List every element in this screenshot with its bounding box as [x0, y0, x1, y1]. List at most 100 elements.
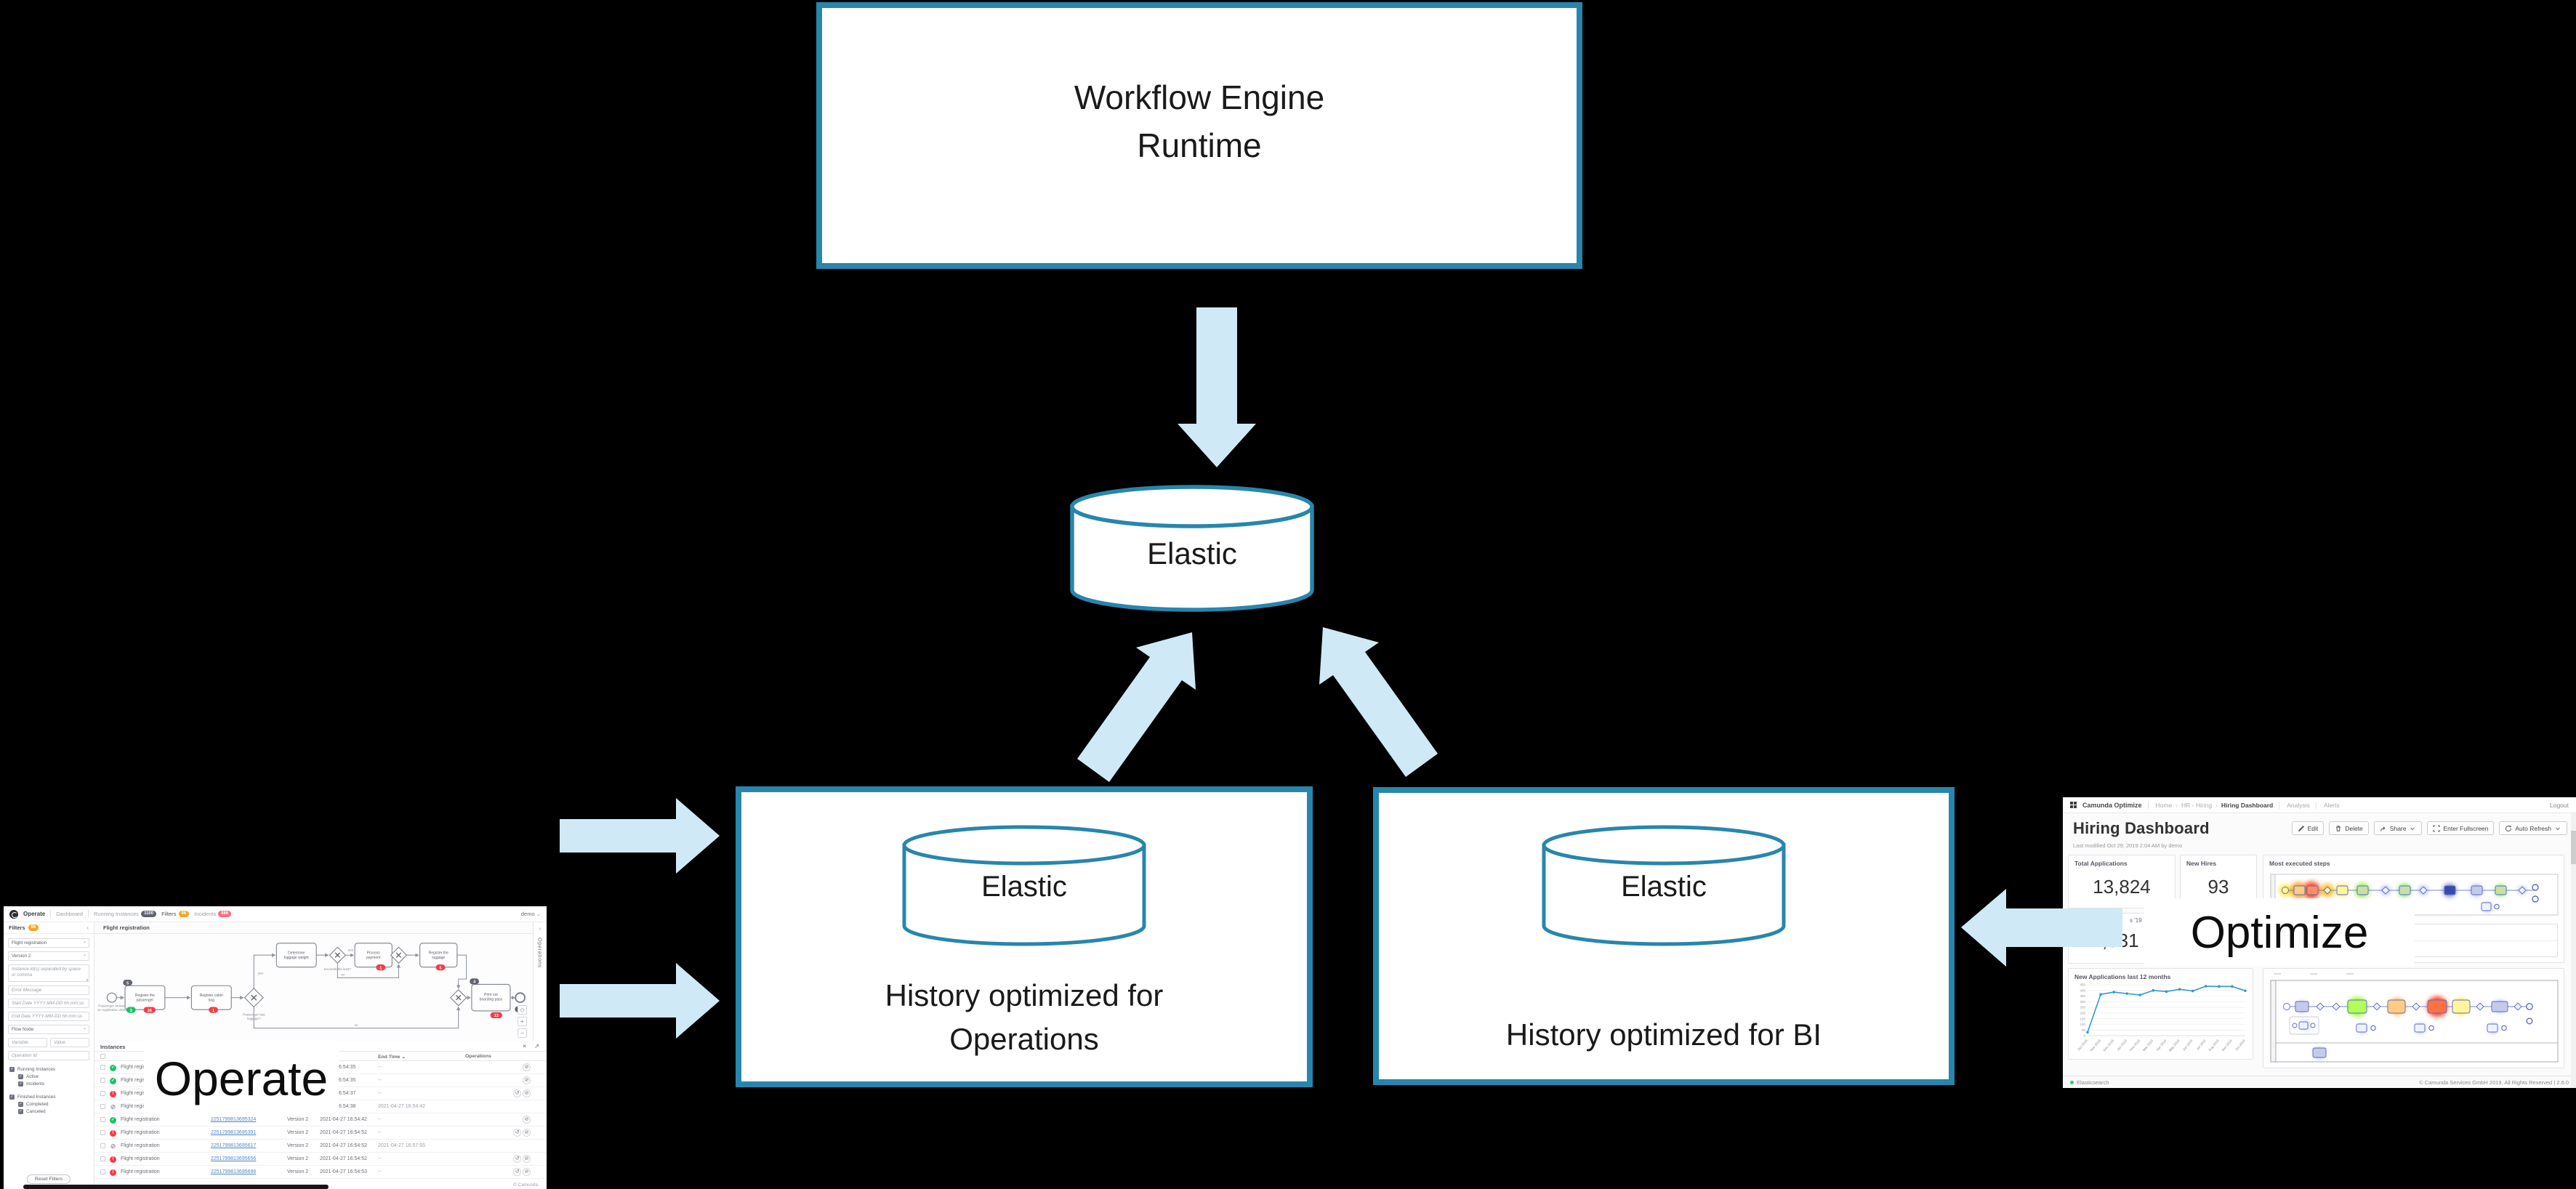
breadcrumb-home[interactable]: Home — [2155, 801, 2173, 809]
edit-button[interactable]: Edit — [2291, 821, 2325, 835]
row-checkbox[interactable] — [100, 1156, 105, 1161]
select-all-checkbox[interactable] — [100, 1054, 105, 1059]
expand-operations-icon[interactable]: › — [539, 925, 542, 932]
retry-operation-icon[interactable]: ↺ — [513, 1128, 521, 1137]
cancel-operation-icon[interactable]: ⊘ — [523, 1076, 531, 1084]
diagram-zoom-out-button[interactable]: − — [518, 1028, 527, 1038]
filter-field-flow-node[interactable]: Flow Node — [8, 1025, 89, 1034]
bpmn-diagram-canvas[interactable]: Passenger arrived on registration desk R… — [94, 934, 533, 1041]
expand-panel-icon[interactable]: ↗ — [534, 1043, 539, 1049]
optimize-brand[interactable]: Camunda Optimize — [2082, 801, 2142, 809]
breadcrumb-hiring-dashboard[interactable]: Hiring Dashboard — [2221, 801, 2274, 809]
instance-id-link[interactable]: 2251799813695656 — [211, 1156, 257, 1161]
cancel-operation-icon[interactable]: ⊘ — [523, 1128, 531, 1137]
cancel-operation-icon[interactable]: ⊘ — [523, 1089, 531, 1097]
retry-operation-icon[interactable]: ↺ — [513, 1089, 521, 1097]
checkbox-checked-icon[interactable]: ✓ — [18, 1109, 23, 1114]
checkbox-checked-icon[interactable]: ✓ — [18, 1102, 23, 1107]
checkbox-checked-icon[interactable]: ✓ — [18, 1081, 23, 1087]
reset-filters-button[interactable]: Reset Filters — [26, 1174, 71, 1184]
svg-text:Register the: Register the — [429, 951, 448, 955]
cancel-operation-icon[interactable]: ⊘ — [523, 1154, 531, 1163]
filter-field-value[interactable]: Value — [50, 1038, 89, 1047]
filter-field-start-date-yyyy-mm-dd-hh-mm-ss[interactable]: Start Date YYYY-MM-DD hh:mm:ss — [8, 999, 89, 1008]
filter-checkbox-completed[interactable]: ✓Completed — [18, 1102, 49, 1107]
operate-brand[interactable]: Operate — [23, 911, 46, 917]
bpmn-heatmap-card-bottom[interactable] — [2263, 968, 2564, 1068]
scrollbar-track[interactable] — [2571, 813, 2576, 1088]
arrow-runtime-to-elastic — [1178, 307, 1256, 467]
optimize-navbar: Camunda Optimize Home›HR - Hiring›Hiring… — [2063, 797, 2576, 813]
user-menu[interactable]: demo — [521, 911, 541, 917]
filters-count-badge: 86 — [178, 910, 190, 918]
state-canceled-icon: ⊘ — [110, 1103, 116, 1111]
window-bottom-bar — [23, 1185, 329, 1189]
filter-field-end-date-yyyy-mm-dd-hh-mm-ss[interactable]: End Date YYYY-MM-DD hh:mm:ss — [8, 1012, 89, 1021]
row-checkbox[interactable] — [100, 1169, 105, 1174]
operate-footer-copyright: © Camunda — [513, 1182, 538, 1188]
row-checkbox[interactable] — [100, 1143, 105, 1148]
diagram-reset-zoom-button[interactable]: ◇ — [518, 1005, 527, 1015]
filter-field-instance-id-s-separated-by-space-or-comma[interactable]: Instance Id(s) separated by space or com… — [8, 964, 89, 982]
enter-fullscreen-button[interactable]: Enter Fullscreen — [2427, 821, 2495, 835]
filter-checkbox-canceled[interactable]: ✓Canceled — [18, 1109, 46, 1114]
delete-button[interactable]: Delete — [2329, 821, 2369, 835]
row-operations: ↺⊘ — [513, 1167, 531, 1176]
filter-field-operation-id[interactable]: Operation Id — [8, 1051, 89, 1060]
checkbox-checked-icon[interactable]: ✓ — [9, 1095, 15, 1100]
filter-field-version-2[interactable]: Version 2 — [8, 951, 89, 961]
row-checkbox[interactable] — [100, 1078, 105, 1083]
logout-link[interactable]: Logout — [2550, 801, 2569, 809]
filter-checkbox-incidents[interactable]: ✓Incidents — [18, 1081, 45, 1087]
breadcrumb-hr-hiring[interactable]: HR - Hiring — [2181, 801, 2213, 809]
collapse-sidebar-icon[interactable]: ‹ — [86, 924, 89, 931]
scrollbar-thumb[interactable] — [2571, 831, 2576, 864]
operate-nav-dashboard[interactable]: Dashboard — [56, 911, 83, 917]
checkbox-checked-icon[interactable]: ✓ — [18, 1074, 23, 1079]
row-checkbox[interactable] — [100, 1065, 105, 1070]
filter-field-error-message[interactable]: Error Message — [8, 986, 89, 995]
filter-field-variable[interactable]: Variable — [8, 1038, 47, 1047]
instance-id-link[interactable]: 2251799813695391 — [211, 1129, 257, 1135]
svg-text:350: 350 — [2080, 994, 2085, 998]
checkbox-checked-icon[interactable]: ✓ — [9, 1067, 15, 1072]
svg-text:Register cabin: Register cabin — [200, 993, 223, 998]
row-checkbox[interactable] — [100, 1091, 105, 1096]
svg-text:4: 4 — [473, 980, 476, 985]
end-time-column-header[interactable]: End Time ⌄ — [378, 1055, 406, 1060]
instance-id-link[interactable]: 2251799813695324 — [211, 1116, 257, 1122]
filter-checkbox-running-instances[interactable]: ✓Running Instances — [9, 1067, 56, 1072]
filter-checkbox-finished-instances[interactable]: ✓Finished Instances — [9, 1095, 56, 1100]
auto-refresh-button[interactable]: Auto Refresh — [2499, 821, 2567, 835]
running-instances-count-badge: 1100 — [141, 910, 157, 918]
instance-id-link[interactable]: 2251799813695617 — [211, 1142, 257, 1148]
cancel-operation-icon[interactable]: ⊘ — [523, 1115, 531, 1124]
optimize-nav-alerts[interactable]: Alerts — [2315, 801, 2340, 809]
cancel-operation-icon[interactable]: ⊘ — [523, 1167, 531, 1176]
retry-operation-icon[interactable]: ↺ — [513, 1154, 521, 1163]
instance-id-link[interactable]: 2251799813695696 — [211, 1169, 257, 1174]
retry-operation-icon[interactable]: ↺ — [513, 1167, 521, 1176]
row-checkbox[interactable] — [100, 1130, 105, 1135]
close-panel-icon[interactable]: × — [523, 1043, 526, 1049]
cancel-operation-icon[interactable]: ⊘ — [523, 1063, 531, 1071]
diagram-zoom-in-button[interactable]: + — [518, 1017, 527, 1026]
row-checkbox[interactable] — [100, 1117, 105, 1122]
svg-text:0: 0 — [2083, 1034, 2085, 1038]
filter-checkbox-active[interactable]: ✓Active — [18, 1074, 39, 1079]
instance-version: Version 2 — [287, 1142, 309, 1148]
row-checkbox[interactable] — [100, 1104, 105, 1109]
refresh-icon — [2505, 825, 2512, 831]
optimize-nav-analysis[interactable]: Analysis — [2279, 801, 2310, 809]
share-button[interactable]: Share — [2373, 821, 2423, 835]
filter-field-flight-registration[interactable]: Flight registration — [8, 938, 89, 948]
